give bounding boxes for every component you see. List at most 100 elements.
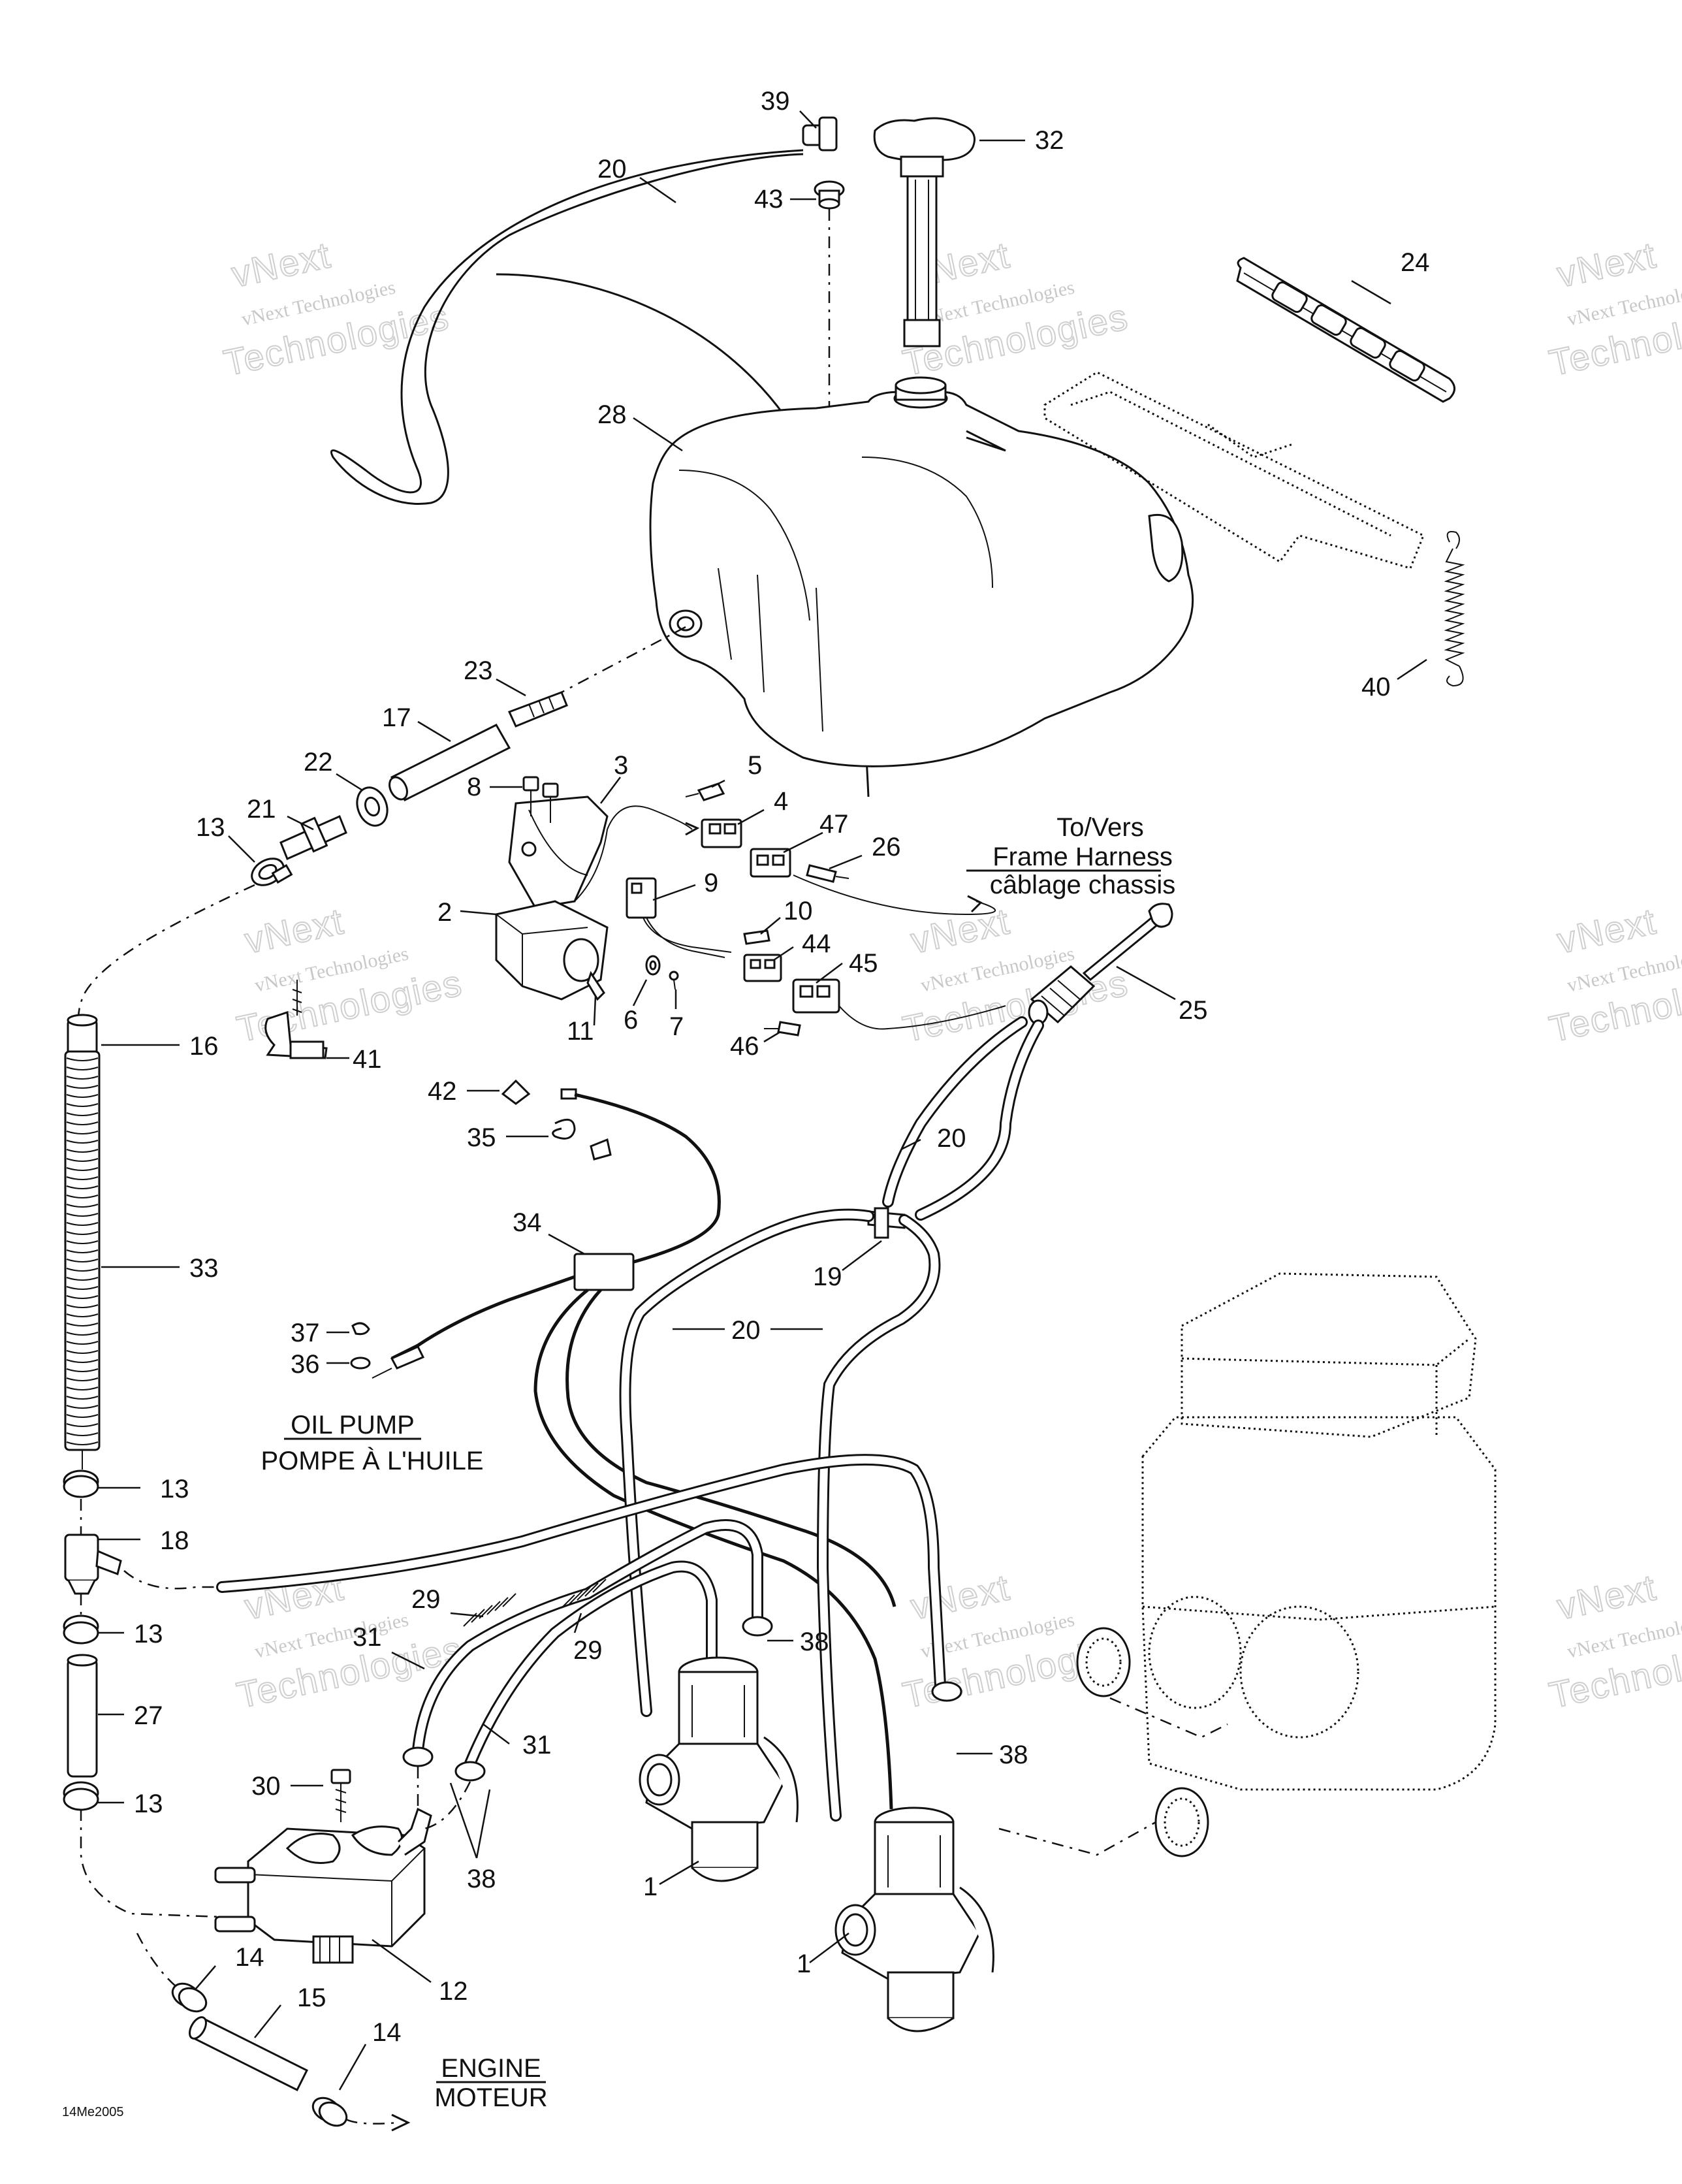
terminal bbox=[806, 864, 849, 883]
hose-clamp bbox=[63, 1469, 99, 1498]
oil-pump-cable-end bbox=[350, 1322, 425, 1379]
callout-19: 19 bbox=[813, 1262, 842, 1291]
watermark-brand: vNext bbox=[1553, 234, 1660, 295]
callout-11: 11 bbox=[567, 1017, 594, 1046]
tank-outlet-fitting bbox=[507, 691, 568, 728]
fuel-tank bbox=[649, 376, 1194, 767]
callout-38: 38 bbox=[999, 1741, 1028, 1769]
callout-15: 15 bbox=[297, 1983, 326, 2012]
spiral-sleeve bbox=[64, 1050, 101, 1451]
watermark-brand: vNext bbox=[907, 1566, 1013, 1627]
frame-caption-line1: To/Vers bbox=[1056, 813, 1143, 842]
callout-31: 31 bbox=[522, 1731, 552, 1759]
wiring-harness bbox=[626, 877, 732, 958]
watermark-brand: vNext bbox=[241, 900, 347, 961]
callout-14: 14 bbox=[235, 1943, 264, 1972]
tank-strap bbox=[1236, 257, 1455, 403]
air-silencer bbox=[1141, 1272, 1497, 1791]
watermark-brand: vNext bbox=[907, 900, 1013, 961]
carburetor bbox=[834, 1807, 994, 2032]
callout-27: 27 bbox=[134, 1701, 163, 1730]
callout-16: 16 bbox=[189, 1032, 219, 1061]
watermark-brand: vNext bbox=[1553, 1566, 1660, 1627]
tank-bracket bbox=[1043, 371, 1425, 570]
callout-labels: 39 32 20 43 24 28 40 23 17 3 5 22 8 4 47… bbox=[134, 87, 1430, 2047]
frame-caption-line2: Frame Harness bbox=[992, 843, 1173, 871]
intake-boot bbox=[1076, 1627, 1209, 1857]
callout-13: 13 bbox=[134, 1620, 163, 1648]
callout-36: 36 bbox=[291, 1350, 320, 1379]
callout-23: 23 bbox=[464, 656, 493, 685]
switch-housing bbox=[495, 900, 609, 1001]
fuel-cap bbox=[873, 117, 976, 347]
frame-caption-line3: câblage chassis bbox=[990, 871, 1176, 899]
callout-20: 20 bbox=[937, 1124, 966, 1153]
callout-22: 22 bbox=[304, 748, 333, 777]
throttle-parts bbox=[501, 1079, 612, 1161]
callout-13: 13 bbox=[134, 1790, 163, 1818]
callout-39: 39 bbox=[761, 87, 790, 116]
callout-7: 7 bbox=[669, 1012, 684, 1041]
watermark-brand: vNext bbox=[1553, 900, 1660, 961]
callout-30: 30 bbox=[251, 1772, 281, 1801]
callout-41: 41 bbox=[353, 1045, 382, 1074]
callout-26: 26 bbox=[872, 833, 901, 861]
drawing-code: 14Me2005 bbox=[62, 2105, 124, 2119]
callout-44: 44 bbox=[802, 929, 831, 958]
callout-25: 25 bbox=[1179, 996, 1208, 1025]
callout-18: 18 bbox=[160, 1526, 189, 1555]
callout-21: 21 bbox=[247, 795, 276, 824]
connector bbox=[743, 954, 782, 982]
callout-31: 31 bbox=[353, 1623, 382, 1652]
callout-37: 37 bbox=[291, 1319, 320, 1347]
callout-38: 38 bbox=[467, 1865, 496, 1893]
callout-9: 9 bbox=[704, 869, 718, 897]
hose-clamp bbox=[63, 1614, 99, 1645]
grommet bbox=[814, 180, 845, 210]
fuel-pump bbox=[214, 1807, 432, 1964]
engine-caption: ENGINE MOTEUR bbox=[434, 2054, 547, 2112]
washer bbox=[645, 955, 661, 976]
cable-junction-box bbox=[573, 1253, 635, 1291]
watermark-brand: vNext bbox=[228, 234, 334, 295]
callout-45: 45 bbox=[849, 949, 878, 978]
hose-spiral bbox=[463, 1579, 607, 1627]
callout-8: 8 bbox=[467, 773, 481, 801]
callout-46: 46 bbox=[730, 1032, 759, 1061]
choke-plunger bbox=[1028, 903, 1173, 1025]
housing-screw bbox=[586, 971, 605, 1001]
bracket-screws bbox=[522, 776, 559, 823]
callout-5: 5 bbox=[748, 751, 762, 780]
frame-harness-caption: To/Vers Frame Harness câblage chassis bbox=[966, 813, 1175, 899]
callout-20: 20 bbox=[731, 1316, 761, 1345]
callout-47: 47 bbox=[819, 810, 849, 839]
small-screw bbox=[669, 971, 679, 990]
hose-bracket bbox=[264, 980, 328, 1059]
leader-lines bbox=[98, 110, 1427, 2091]
terminal bbox=[764, 1021, 801, 1036]
oil-pump-caption: OIL PUMP POMPE À L'HUILE bbox=[261, 1411, 483, 1475]
callout-3: 3 bbox=[614, 751, 628, 780]
switch-bracket bbox=[508, 795, 609, 909]
callout-38: 38 bbox=[800, 1628, 829, 1656]
callout-42: 42 bbox=[428, 1077, 457, 1106]
inline-fitting bbox=[279, 814, 347, 861]
callout-4: 4 bbox=[774, 787, 788, 816]
hose-clamp bbox=[311, 2096, 348, 2127]
fuel-hose-short bbox=[389, 724, 511, 801]
callout-43: 43 bbox=[754, 185, 784, 214]
engine-label-fr: MOTEUR bbox=[434, 2083, 547, 2112]
callout-35: 35 bbox=[467, 1123, 496, 1152]
callout-1: 1 bbox=[643, 1872, 658, 1901]
hose-clamp bbox=[171, 1982, 208, 2013]
vent-tee bbox=[867, 1207, 906, 1239]
connector bbox=[792, 978, 840, 1014]
hose-clamp bbox=[63, 1781, 99, 1811]
vent-elbow-fitting bbox=[802, 116, 838, 152]
callout-20: 20 bbox=[597, 155, 627, 184]
fuel-tee bbox=[64, 1534, 122, 1595]
oil-pump-label: OIL PUMP bbox=[291, 1411, 415, 1439]
callout-29: 29 bbox=[573, 1636, 603, 1665]
callout-13: 13 bbox=[196, 813, 225, 842]
callout-6: 6 bbox=[624, 1006, 638, 1035]
